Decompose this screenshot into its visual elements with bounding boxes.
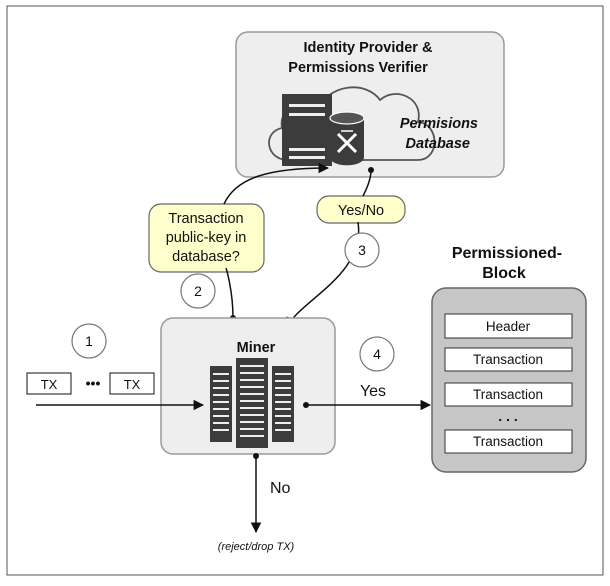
block-transaction-label: Transaction <box>473 352 543 367</box>
miner-node: Miner <box>160 317 336 455</box>
step-4-badge: 4 <box>359 336 395 372</box>
query-line1: Transaction <box>168 211 243 227</box>
permission-check-icon <box>336 132 358 154</box>
block-ellipsis: . . . <box>498 408 517 424</box>
no-label: No <box>270 480 291 497</box>
identity-provider-title-line1: Identity Provider & <box>304 40 433 56</box>
query-line2: public-key in <box>166 230 247 246</box>
step-4-label: 4 <box>373 346 381 362</box>
server-icon <box>282 94 332 166</box>
reject-label: (reject/drop TX) <box>218 541 295 553</box>
miner-title: Miner <box>237 340 276 356</box>
block-transaction-label: Transaction <box>473 387 543 402</box>
query-line3: database? <box>172 249 240 265</box>
answer-start-dot <box>368 167 374 173</box>
answer-bubble: Yes/No <box>316 195 406 224</box>
permissioned-block: Permissioned- Block Header Transaction T… <box>431 245 587 473</box>
block-transaction-label: Transaction <box>473 434 543 449</box>
tx-box-first <box>26 372 72 395</box>
step-1-badge: 1 <box>71 323 107 359</box>
database-icon <box>329 111 365 166</box>
query-arrow <box>223 162 330 205</box>
query-bubble: Transaction public-key in database? <box>148 203 265 273</box>
tx-last-label: TX <box>124 377 141 392</box>
block-transaction-row <box>444 382 573 407</box>
step-2-label: 2 <box>194 283 202 299</box>
yes-label: Yes <box>360 383 386 400</box>
step-2-badge: 2 <box>180 273 216 309</box>
block-header-row <box>444 313 573 339</box>
step-3-label: 3 <box>358 242 366 258</box>
database-label-line2: Database <box>406 136 470 152</box>
tx-queue: TX ••• TX <box>26 372 155 395</box>
block-header-label: Header <box>486 319 531 334</box>
identity-provider-title-line2: Permissions Verifier <box>288 60 428 76</box>
database-label-line1: Permisions <box>400 116 478 132</box>
block-title-line1: Permissioned- <box>452 245 562 262</box>
block-transaction-row <box>444 429 573 454</box>
step-3-badge: 3 <box>344 232 380 268</box>
step-1-label: 1 <box>85 333 93 349</box>
tx-box-last <box>109 372 155 395</box>
query-connector <box>225 267 234 319</box>
block-title-line2: Block <box>482 265 526 282</box>
identity-provider-panel: Identity Provider & Permissions Verifier… <box>235 31 505 178</box>
tx-ellipsis: ••• <box>86 375 101 391</box>
answer-text: Yes/No <box>338 203 384 219</box>
block-transaction-row <box>444 347 573 372</box>
tx-first-label: TX <box>41 377 58 392</box>
